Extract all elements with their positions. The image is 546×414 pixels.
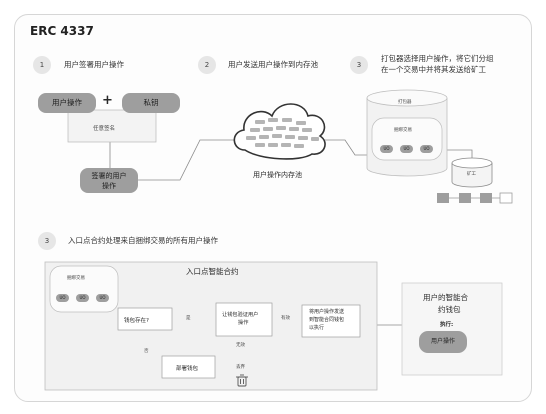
mempool-cloud	[233, 103, 326, 160]
step-label: 入口点合约处理来自捆绑交易的所有用户操作	[68, 236, 218, 245]
user-op-chip: UO	[380, 145, 393, 153]
bundler-bundle-box	[371, 117, 443, 161]
mempool-label: 用户操作内存池	[253, 171, 302, 179]
to-mempool-arrow	[138, 139, 238, 181]
invalid-label: 无效	[236, 343, 245, 348]
step-number: 1	[33, 56, 51, 74]
user-op-chip: UO	[96, 294, 109, 302]
valid-label: 有效	[281, 316, 290, 321]
block-chain	[437, 192, 513, 204]
forward-line3: 以执行	[309, 325, 325, 331]
yes-label: 是	[186, 316, 191, 321]
step-number: 2	[198, 56, 216, 74]
entrypoint-bundle-box	[49, 265, 119, 313]
entrypoint-title: 入口点智能合约	[186, 267, 239, 276]
sign-label: 任意签名	[93, 126, 116, 132]
step-label: 在一个交易中并将其发送给矿工	[381, 65, 486, 74]
wallet-user-operation-pill: 用户操作	[419, 331, 467, 353]
wallet-title-line2: 约钱包	[438, 305, 461, 314]
step-number: 3	[350, 56, 368, 74]
to-bundler-arrow	[322, 139, 372, 156]
plus-sign: +	[102, 93, 113, 108]
trash-icon	[236, 374, 248, 387]
forward-line2: 到智能合同钱包	[309, 317, 345, 323]
step-label: 打包器选择用户操作，将它们分组	[381, 54, 494, 63]
page-title: ERC 4337	[30, 24, 94, 38]
verify-line1: 让钱包验证用户	[222, 312, 259, 318]
user-op-chip: UO	[56, 294, 69, 302]
forward-box	[301, 304, 361, 338]
step-label: 用户发送用户操作到内存池	[228, 60, 318, 69]
bundler-label: 打包器	[398, 100, 412, 105]
verify-line2: 操作	[238, 320, 249, 326]
discard-label: 丢弃	[236, 365, 245, 370]
entrypoint-bundle-label: 捆绑交易	[67, 276, 85, 281]
wallet-title-line1: 用户的智能合	[423, 293, 468, 302]
user-operation-pill: 用户操作	[38, 93, 96, 113]
bundle-label: 捆绑交易	[394, 128, 412, 133]
forward-line1: 将用户操作发送	[309, 309, 345, 315]
step-number: 3	[38, 232, 56, 250]
step-label: 用户签署用户操作	[64, 60, 124, 69]
user-op-chip: UO	[400, 145, 413, 153]
signed-operation-pill: 签署的用户 操作	[80, 168, 138, 193]
no-label: 否	[144, 349, 149, 354]
deploy-wallet-label: 部署钱包	[176, 366, 199, 372]
sign-box	[67, 109, 157, 143]
signed-op-line2: 操作	[102, 182, 116, 190]
wallet-exists-box	[117, 307, 173, 331]
execute-label: 执行:	[440, 322, 454, 328]
miner-cylinder	[451, 157, 493, 188]
verify-box	[215, 302, 273, 337]
deploy-wallet-box	[161, 355, 216, 379]
miner-label: 矿工	[467, 172, 476, 177]
wallet-panel	[401, 282, 503, 376]
user-op-chip: UO	[76, 294, 89, 302]
signed-op-line1: 签署的用户	[91, 172, 127, 180]
user-op-chip: UO	[420, 145, 433, 153]
wallet-exists-label: 钱包存在?	[124, 318, 149, 324]
private-key-pill: 私钥	[122, 93, 180, 113]
